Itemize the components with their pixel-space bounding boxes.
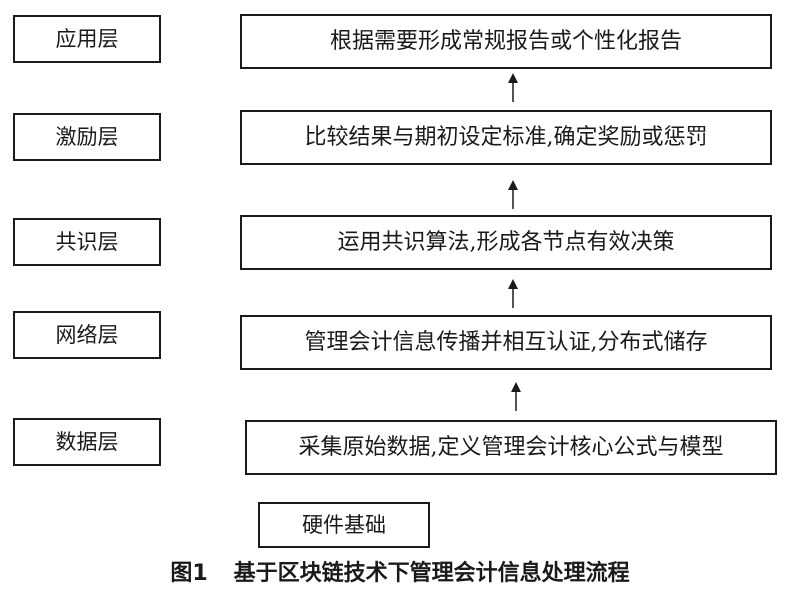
layer-name-incentive: 激励层 (13, 113, 161, 161)
flow-arrow-up-icon (506, 279, 520, 309)
figure-title: 基于区块链技术下管理会计信息处理流程 (233, 561, 630, 586)
flow-arrow-up-icon (506, 73, 520, 103)
layer-name-network: 网络层 (13, 311, 161, 359)
layer-description-application: 根据需要形成常规报告或个性化报告 (240, 14, 772, 69)
layer-name-application: 应用层 (13, 15, 161, 63)
flow-arrow-up-icon (509, 382, 523, 412)
flow-arrow-up-icon (506, 180, 520, 210)
layer-description-incentive: 比较结果与期初设定标准,确定奖励或惩罚 (240, 110, 772, 165)
layer-description-consensus: 运用共识算法,形成各节点有效决策 (240, 215, 772, 270)
figure-caption: 图1 基于区块链技术下管理会计信息处理流程 (0, 563, 800, 585)
figure-number: 图1 (170, 561, 208, 586)
layer-name-data: 数据层 (13, 418, 161, 466)
layer-name-consensus: 共识层 (13, 218, 161, 266)
layer-description-network: 管理会计信息传播并相互认证,分布式储存 (240, 315, 772, 370)
hardware-foundation-box: 硬件基础 (258, 502, 430, 548)
layer-description-data: 采集原始数据,定义管理会计核心公式与模型 (245, 420, 777, 475)
